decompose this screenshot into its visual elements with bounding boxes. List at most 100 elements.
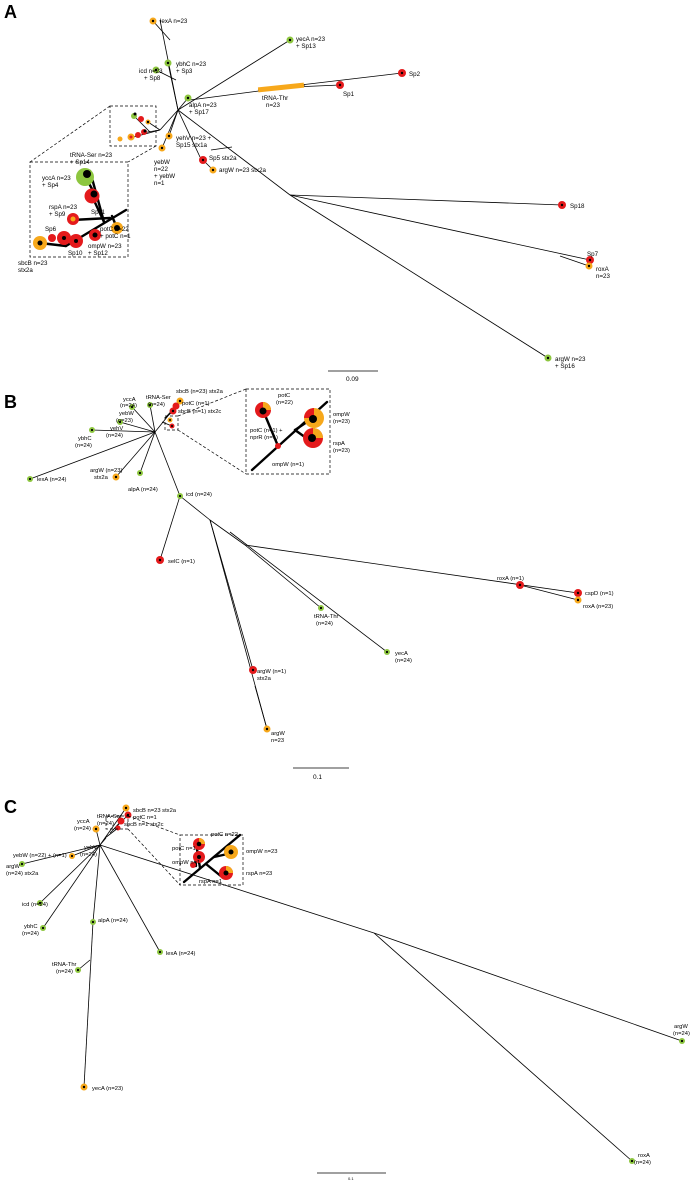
panel-b-scale-label: 0.1 bbox=[313, 774, 322, 781]
label-c-trnaser-2: (n=24) bbox=[97, 821, 114, 827]
panel-a-zoom-box bbox=[109, 105, 157, 147]
label-b-argw23-1: argW bbox=[271, 731, 285, 737]
panel-a-letter: A bbox=[4, 2, 17, 22]
panel-c: C bbox=[4, 797, 690, 1181]
label-a-sp1: Sp1 bbox=[343, 91, 355, 98]
label-a-yeca-2: + Sp13 bbox=[296, 43, 316, 50]
panel-c-letter: C bbox=[4, 797, 17, 817]
panel-b-inset bbox=[245, 388, 331, 475]
label-b-roxa23: roxA (n=23) bbox=[583, 604, 613, 610]
label-c-potc22: potC n=22 bbox=[211, 832, 238, 838]
label-c-trnathr-2: (n=24) bbox=[56, 969, 73, 975]
label-b-trnathr-2: (n=24) bbox=[316, 621, 333, 627]
label-c-ycca-1: yccA bbox=[77, 819, 90, 825]
label-b-argw23-2: n=23 bbox=[271, 738, 284, 744]
label-b-trnaser-1: tRNA-Ser bbox=[146, 395, 171, 401]
label-a-trnaser-2: + Sp14 bbox=[70, 159, 90, 166]
label-b-rspa-2: (n=23) bbox=[333, 448, 350, 454]
label-a-sbcb-1: sbcB n=23 bbox=[18, 260, 48, 267]
label-b-potc22-2: (n=22) bbox=[276, 400, 293, 406]
panel-a-scale-label: 0.09 bbox=[346, 376, 359, 383]
label-b-potc22-1: potC bbox=[278, 393, 290, 399]
label-a-roxa-2: n=23 bbox=[596, 273, 610, 280]
label-b-ompw23-2: (n=23) bbox=[333, 419, 350, 425]
panel-a-labels: lexA n=23 yecA n=23 + Sp13 icd n=23 + Sp… bbox=[18, 18, 610, 370]
label-a-ycca-1: yccA n=23 bbox=[42, 175, 71, 182]
panel-b-nodes bbox=[27, 397, 582, 733]
label-c-yeca: yecA (n=23) bbox=[92, 1086, 123, 1092]
label-b-rspa-1: rspA bbox=[333, 441, 345, 447]
label-a-trnaser-1: tRNA-Ser n=23 bbox=[70, 152, 113, 159]
label-c-ybhc-2: (n=24) bbox=[22, 931, 39, 937]
panel-a-branches bbox=[129, 19, 591, 359]
label-c-lexa: lexA (n=24) bbox=[166, 951, 196, 957]
panel-c-labels: yccA (n=24) tRNA-Ser (n=24) sbcB n=23 st… bbox=[6, 808, 690, 1166]
panel-c-branches bbox=[21, 807, 683, 1162]
label-b-roxa1: roxA (n=1) bbox=[497, 576, 524, 582]
label-b-trnaser-2: (n=24) bbox=[148, 402, 165, 408]
label-c-roxa-1: roxA bbox=[638, 1153, 650, 1159]
label-a-yebw-1: yebW bbox=[154, 159, 170, 166]
label-b-argw-1: argW (n=23) bbox=[90, 468, 122, 474]
label-c-sbcb1: sbcB n=1 stx2c bbox=[124, 822, 164, 828]
label-c-ompw1: ompW n=1 bbox=[172, 860, 200, 866]
panel-a-inset bbox=[29, 161, 129, 258]
label-c-yehv-1: yehV bbox=[84, 845, 97, 851]
label-a-sp5: Sp5 stx2a bbox=[209, 155, 237, 162]
panel-b-letter: B bbox=[4, 392, 17, 412]
label-a-argw-end-2: + Sp16 bbox=[555, 363, 575, 370]
trna-thr-highlight-bar bbox=[257, 82, 305, 93]
label-b-selc: selC (n=1) bbox=[168, 559, 195, 565]
label-b-ycca-1: yccA bbox=[123, 397, 136, 403]
label-a-ycca-2: + Sp4 bbox=[42, 182, 59, 189]
label-a-sp18: Sp18 bbox=[570, 203, 585, 210]
label-a-sp10: Sp10 bbox=[68, 250, 83, 257]
label-a-yehv-1: yehV n=23 + bbox=[176, 135, 211, 142]
label-c-trnathr-1: tRNA-Thr bbox=[52, 962, 77, 968]
panel-c-inset bbox=[179, 834, 244, 886]
label-a-sp11: Sp11 bbox=[91, 209, 106, 216]
label-a-sbcb-2: stx2a bbox=[18, 267, 33, 274]
panel-a-inset-tree bbox=[33, 168, 128, 250]
label-b-yehv-1: yehV bbox=[110, 426, 123, 432]
label-c-ompw23: ompW n=23 bbox=[246, 849, 277, 855]
panel-c-scale-label: 0.1 bbox=[348, 1176, 354, 1181]
label-c-potc1: potC n=1 bbox=[133, 815, 157, 821]
label-c-ycca-2: (n=24) bbox=[74, 826, 91, 832]
label-a-sp7: Sp7 bbox=[587, 251, 599, 258]
label-a-yeca-1: yecA n=23 bbox=[296, 36, 326, 43]
label-b-yehv-2: (n=24) bbox=[106, 433, 123, 439]
label-b-yeca-1: yecA bbox=[395, 651, 408, 657]
label-b-potc1: potC (n=1) bbox=[182, 401, 210, 407]
panel-b: B bbox=[4, 388, 614, 781]
label-c-potc1-inset: potC n=1 bbox=[172, 846, 196, 852]
label-c-sbcb23: sbcB n=23 stx2a bbox=[133, 808, 177, 814]
label-c-argw-end-1: argW bbox=[674, 1024, 688, 1030]
label-a-alpa-2: + Sp17 bbox=[189, 109, 209, 116]
panel-c-inset-tree bbox=[182, 833, 242, 884]
label-b-sbcb23: sbcB (n=23) stx2a bbox=[176, 389, 224, 395]
panel-b-inset-tree bbox=[250, 400, 329, 472]
label-a-ybhc-2: + Sp3 bbox=[176, 68, 193, 75]
panel-b-zoom-box bbox=[164, 415, 179, 431]
label-c-icd: icd (n=24) bbox=[22, 902, 48, 908]
label-b-yebw-2: (n=23) bbox=[116, 418, 133, 424]
panel-b-labels: yccA (n=24) tRNA-Ser (n=24) sbcB (n=23) … bbox=[37, 389, 614, 744]
label-a-argw-end-1: argW n=23 bbox=[555, 356, 586, 363]
label-a-ompw-2: + Sp12 bbox=[88, 250, 108, 257]
label-b-cspd: cspD (n=1) bbox=[585, 591, 614, 597]
label-a-ompw-1: ompW n=23 bbox=[88, 243, 122, 250]
label-a-trnathr-2: n=23 bbox=[266, 102, 280, 109]
label-c-argw-end-2: (n=24) bbox=[673, 1031, 690, 1037]
label-c-argw-1: argW bbox=[6, 864, 20, 870]
label-b-ompw23-1: ompW bbox=[333, 412, 350, 418]
label-b-lexa: lexA (n=24) bbox=[37, 477, 67, 483]
label-c-roxa-2: (n=24) bbox=[634, 1160, 651, 1166]
label-c-rspa1: rspA n=1 bbox=[199, 879, 222, 885]
label-a-icd-1: icd n=23 bbox=[139, 68, 163, 75]
label-c-ybhc-1: ybhC bbox=[24, 924, 38, 930]
label-a-lexa: lexA n=23 bbox=[160, 18, 188, 25]
label-c-argw-2: (n=24) stx2a bbox=[6, 871, 39, 877]
label-c-yebw: yebW (n=22) + (n=1) bbox=[13, 853, 67, 859]
